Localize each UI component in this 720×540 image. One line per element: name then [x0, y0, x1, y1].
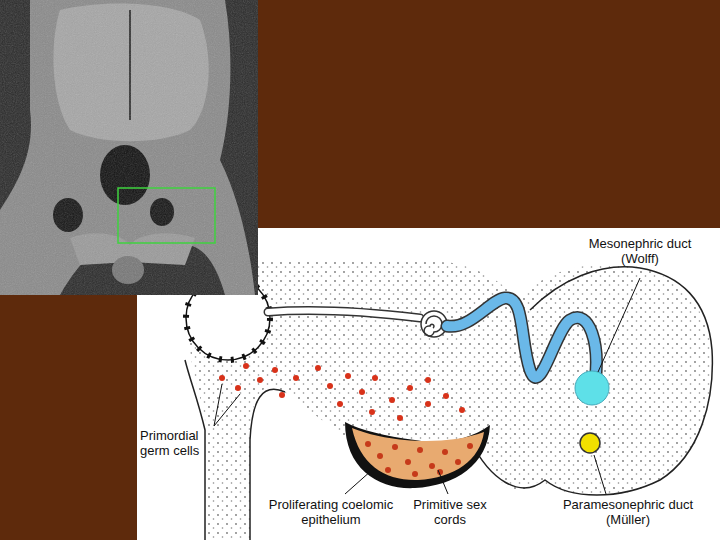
sex-cords	[352, 428, 484, 480]
gonad	[345, 422, 490, 488]
mesentery-outline	[250, 389, 285, 540]
mesonephric-duct	[447, 298, 596, 382]
duct-label: Paramesonephric duct (Müller)	[548, 497, 708, 527]
primordial-germ-cells	[219, 363, 465, 421]
leader-lines	[214, 278, 640, 494]
duct-label: Mesonephric duct (Wolff)	[572, 236, 708, 266]
zoom-box	[118, 188, 215, 243]
micrograph	[0, 0, 258, 295]
stippled-mesenchyme	[190, 262, 712, 540]
mesonephric-tubule	[268, 310, 420, 318]
cords-label: Primitive sex cords	[410, 497, 490, 527]
paramesonephric-duct	[580, 433, 600, 453]
germ-cells-in-gonad	[365, 441, 473, 477]
mesonephric-duct-lumen	[575, 371, 609, 405]
epithelium-label: Proliferating coelomic epithelium	[266, 497, 396, 527]
cell-label: Primordial germ cells	[140, 428, 226, 458]
